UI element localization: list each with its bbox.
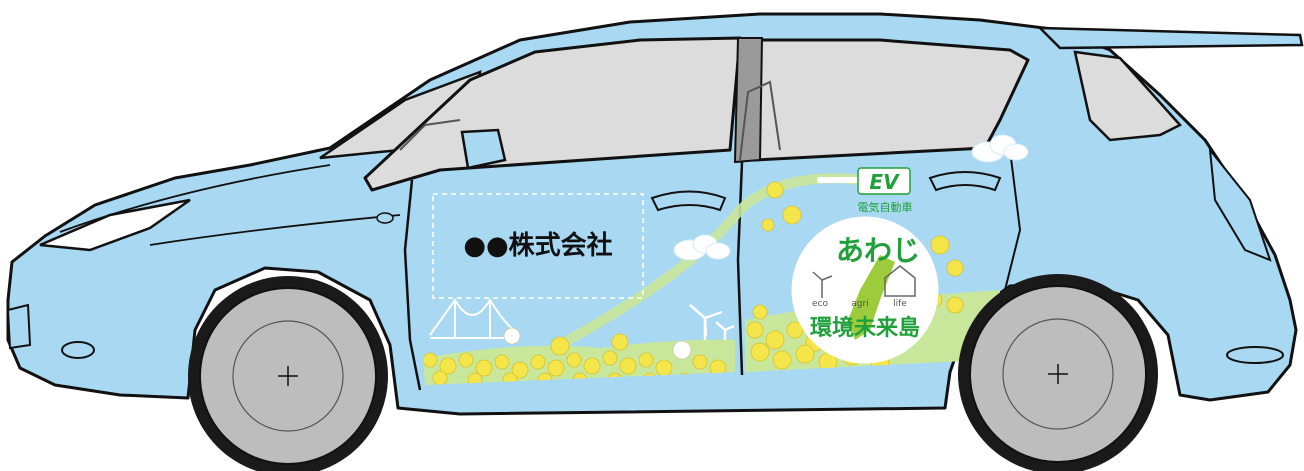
front-door-handle — [650, 190, 727, 212]
rear-reflector — [1226, 346, 1284, 364]
company-name-placeholder — [432, 193, 644, 299]
door-seam-rear — [1004, 149, 1022, 291]
company-name-text: ●●株式会社 — [463, 230, 612, 261]
rear-door-handle — [928, 171, 1002, 192]
emblem-icon-label-agri: agri — [851, 299, 868, 309]
front-grille — [6, 303, 32, 350]
headlight — [39, 198, 191, 252]
door-seam-front — [403, 179, 422, 391]
steering-wheel-outline — [399, 119, 461, 151]
fog-light — [61, 341, 95, 359]
side-mirror — [460, 128, 507, 170]
house-icon — [884, 265, 916, 297]
ev-badge: EV 電気自動車 — [857, 167, 913, 214]
door-seam-middle — [736, 161, 744, 376]
wind-icon — [812, 271, 833, 298]
emblem-icon-label-life: life — [893, 299, 907, 309]
hood-line — [59, 164, 331, 233]
roof-spoiler — [1036, 26, 1304, 50]
green-wave — [555, 173, 865, 350]
quarter-window — [1073, 50, 1183, 142]
front-wheel — [188, 276, 388, 471]
ev-caption-text: 電気自動車 — [858, 200, 913, 214]
ev-logo-text: EV — [869, 170, 900, 194]
cloud-left — [673, 234, 731, 261]
rear-side-window — [753, 38, 1030, 162]
emblem-subtitle: 環境未来島 — [810, 315, 920, 341]
awaji-emblem: あわじ eco agri life 環境未来島 — [791, 216, 939, 364]
rear-wheel — [958, 274, 1158, 471]
emblem-title: あわじ — [836, 234, 920, 267]
tail-light — [1208, 146, 1272, 262]
seat-outline — [739, 80, 781, 161]
cloud-right — [971, 134, 1029, 163]
island-shape — [848, 255, 895, 340]
emblem-icon-label-eco: eco — [812, 299, 828, 309]
b-pillar — [733, 37, 764, 164]
character-line — [149, 214, 401, 246]
side-marker — [376, 212, 394, 224]
